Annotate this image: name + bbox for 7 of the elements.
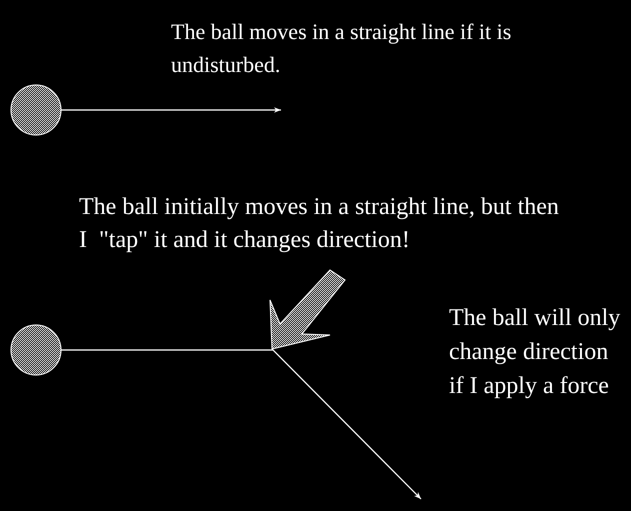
note-text: The ball will only change direction if I apply a force: [449, 304, 622, 401]
note-text: The ball initially moves in a straight line, but then I "tap" it and it changes direction!: [79, 193, 560, 255]
motion-arrow: [61, 107, 281, 113]
ball: [10, 84, 62, 136]
ball: [10, 324, 62, 376]
note-text: The ball moves in a straight line if it is undisturbed.: [171, 18, 512, 79]
motion-arrow: [61, 349, 422, 500]
